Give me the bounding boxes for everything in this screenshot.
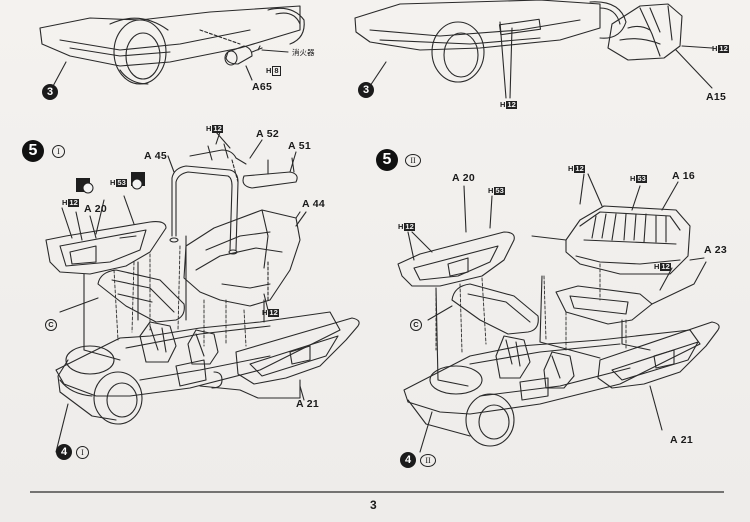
code-box: 12 xyxy=(506,100,517,109)
step-5-sub-ii: II xyxy=(405,154,421,167)
step-5-marker-left: 5 xyxy=(22,140,44,162)
part-label-a20-right: A 20 xyxy=(452,172,475,184)
step5-right-drawing xyxy=(397,173,720,453)
code-box: 53 xyxy=(116,178,127,187)
step-5-marker-right: 5 xyxy=(376,149,398,171)
code-box: 12 xyxy=(68,198,79,207)
part-label-a20: A 20 xyxy=(84,203,107,215)
code-box: 12 xyxy=(404,222,415,231)
code-box: 53 xyxy=(636,174,647,183)
page-number: 3 xyxy=(370,498,377,512)
code-box: 12 xyxy=(660,262,671,271)
part-note-extinguisher: 消火器 xyxy=(292,48,315,57)
step-5-sub-i: I xyxy=(52,145,65,158)
step-4-sub-ii: II xyxy=(420,454,436,467)
part-label-a21-right: A 21 xyxy=(670,434,693,446)
part-label-a15: A15 xyxy=(706,91,727,103)
step-3-marker-right: 3 xyxy=(358,82,374,98)
code-prefix: H xyxy=(266,66,272,75)
step-4-sub-i: I xyxy=(76,446,89,459)
code-box: 12 xyxy=(212,124,223,133)
step-3-marker-left: 3 xyxy=(42,84,58,100)
code-box: 12 xyxy=(268,308,279,317)
top-right-chassis-drawing xyxy=(354,0,713,99)
code-box: 12 xyxy=(574,164,585,173)
code-prefix: H xyxy=(712,44,718,53)
code-box: 53 xyxy=(494,186,505,195)
code-prefix: H xyxy=(500,100,506,109)
code-box: 12 xyxy=(718,44,729,53)
part-label-a21: A 21 xyxy=(296,398,319,410)
part-label-a23: A 23 xyxy=(704,244,727,256)
part-label-a44: A 44 xyxy=(302,198,325,210)
code-box: 8 xyxy=(272,66,281,76)
part-label-a51: A 51 xyxy=(288,140,311,152)
step5-left-drawing xyxy=(45,131,360,453)
part-label-a65: A65 xyxy=(252,81,273,93)
step-4-marker-left: 4 xyxy=(56,444,72,460)
c-mark-left: C xyxy=(45,319,57,331)
part-label-a16: A 16 xyxy=(672,170,695,182)
part-label-a45: A 45 xyxy=(144,150,167,162)
top-left-chassis-drawing xyxy=(39,5,305,89)
c-mark-right: C xyxy=(410,319,422,331)
part-label-a52: A 52 xyxy=(256,128,279,140)
step-4-marker-right: 4 xyxy=(400,452,416,468)
